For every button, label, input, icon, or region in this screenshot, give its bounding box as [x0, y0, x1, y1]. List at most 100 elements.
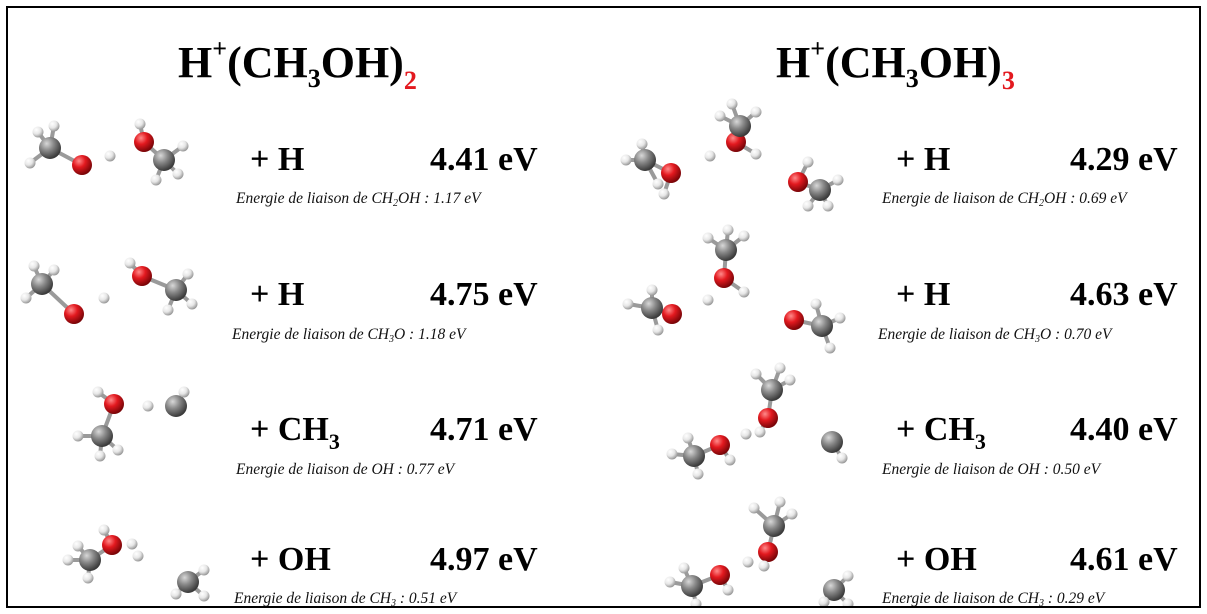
carbon-atom	[683, 445, 705, 467]
hydrogen-atom	[20, 292, 32, 304]
molecule	[124, 257, 198, 316]
hydrogen-atom	[724, 454, 736, 466]
hydrogen-atom	[786, 508, 798, 520]
hydrogen-atom	[48, 264, 60, 276]
hydrogen-atom	[714, 110, 726, 122]
hydrogen-atom	[94, 450, 106, 462]
oxygen-atom	[104, 394, 124, 414]
hydrogen-atom	[750, 106, 762, 118]
bond-energy-caption: Energie de liaison de CH2OH : 1.17 eV	[236, 190, 481, 209]
product-label: + CH3	[250, 411, 340, 454]
hydrogen-atom	[652, 324, 664, 336]
hydrogen-atom	[652, 178, 664, 190]
bond-energy-caption: Energie de liaison de CH3O : 1.18 eV	[232, 326, 466, 345]
hydrogen-atom	[112, 444, 124, 456]
molecule	[134, 118, 189, 186]
carbon-atom	[729, 115, 751, 137]
title-dimer: H+(CH3OH)2	[178, 34, 417, 95]
molecule	[750, 362, 796, 438]
hydrogen-atom	[172, 168, 184, 180]
molecule	[62, 524, 122, 584]
carbon-atom	[681, 575, 703, 597]
hydrogen-atom	[682, 432, 694, 444]
hydrogen-atom	[24, 157, 36, 169]
molecule	[666, 432, 736, 480]
hydrogen-atom	[104, 150, 116, 162]
molecule	[664, 562, 734, 606]
hydrogen-atom	[150, 174, 162, 186]
hydrogen-atom	[182, 268, 194, 280]
hydrogen-atom	[162, 304, 174, 316]
carbon-atom	[39, 137, 61, 159]
hydrogen-atom	[666, 448, 678, 460]
molecule	[142, 400, 154, 412]
product-label: + OH	[896, 541, 977, 578]
hydrogen-atom	[646, 284, 658, 296]
hydrogen-atom	[726, 98, 738, 110]
hydrogen-atom	[802, 156, 814, 168]
molecule	[740, 428, 752, 440]
hydrogen-atom	[32, 126, 44, 138]
oxygen-atom	[662, 304, 682, 324]
energy-value: 4.63 eV	[1070, 276, 1178, 313]
molecule	[20, 260, 84, 324]
hydrogen-atom	[832, 174, 844, 186]
hydrogen-atom	[620, 154, 632, 166]
hydrogen-atom	[738, 230, 750, 242]
energy-value: 4.97 eV	[430, 541, 538, 578]
hydrogen-atom	[818, 596, 830, 606]
energy-value: 4.61 eV	[1070, 541, 1178, 578]
molecule	[165, 386, 190, 417]
hydrogen-atom	[92, 386, 104, 398]
carbon-atom	[823, 579, 845, 601]
molecule	[821, 431, 848, 464]
carbon-atom	[715, 239, 737, 261]
hydrogen-atom	[774, 496, 786, 508]
molecule	[24, 120, 92, 175]
hydrogen-atom	[198, 564, 210, 576]
oxygen-atom	[788, 172, 808, 192]
hydrogen-atom	[774, 362, 786, 374]
carbon-atom	[821, 431, 843, 453]
molecule	[784, 298, 846, 354]
hydrogen-atom	[702, 294, 714, 306]
oxygen-atom	[72, 155, 92, 175]
oxygen-atom	[710, 435, 730, 455]
hydrogen-atom	[98, 524, 110, 536]
carbon-atom	[153, 149, 175, 171]
bond-energy-caption: Energie de liaison de OH : 0.77 eV	[236, 461, 455, 478]
hydrogen-atom	[658, 188, 670, 200]
carbon-atom	[809, 179, 831, 201]
hydrogen-atom	[750, 148, 762, 160]
bond-energy-caption: Energie de liaison de CH2OH : 0.69 eV	[882, 190, 1127, 209]
hydrogen-atom	[134, 118, 146, 130]
hydrogen-atom	[124, 257, 136, 269]
molecule	[788, 156, 844, 212]
energy-value: 4.29 eV	[1070, 141, 1178, 178]
hydrogen-atom	[636, 138, 648, 150]
bond-energy-caption: Energie de liaison de CH3O : 0.70 eV	[878, 326, 1112, 345]
bond-energy-caption: Energie de liaison de CH3 : 0.51 eV	[234, 590, 457, 608]
oxygen-atom	[134, 132, 154, 152]
molecule	[702, 224, 750, 298]
energy-value: 4.71 eV	[430, 411, 538, 448]
molecule-structures	[20, 98, 854, 606]
carbon-atom	[177, 571, 199, 593]
molecule	[714, 98, 762, 160]
oxygen-atom	[132, 266, 152, 286]
hydrogen-atom	[72, 430, 84, 442]
product-label: + CH3	[896, 411, 986, 454]
hydrogen-atom	[824, 342, 836, 354]
hydrogen-atom	[802, 200, 814, 212]
hydrogen-atom	[28, 260, 40, 272]
hydrogen-atom	[690, 598, 702, 606]
oxygen-atom	[726, 132, 746, 152]
hydrogen-atom	[142, 400, 154, 412]
hydrogen-atom	[704, 150, 716, 162]
hydrogen-atom	[72, 540, 84, 552]
molecule	[818, 570, 854, 606]
hydrogen-atom	[836, 452, 848, 464]
hydrogen-atom	[740, 428, 752, 440]
carbon-atom	[763, 515, 785, 537]
molecule	[748, 496, 798, 572]
